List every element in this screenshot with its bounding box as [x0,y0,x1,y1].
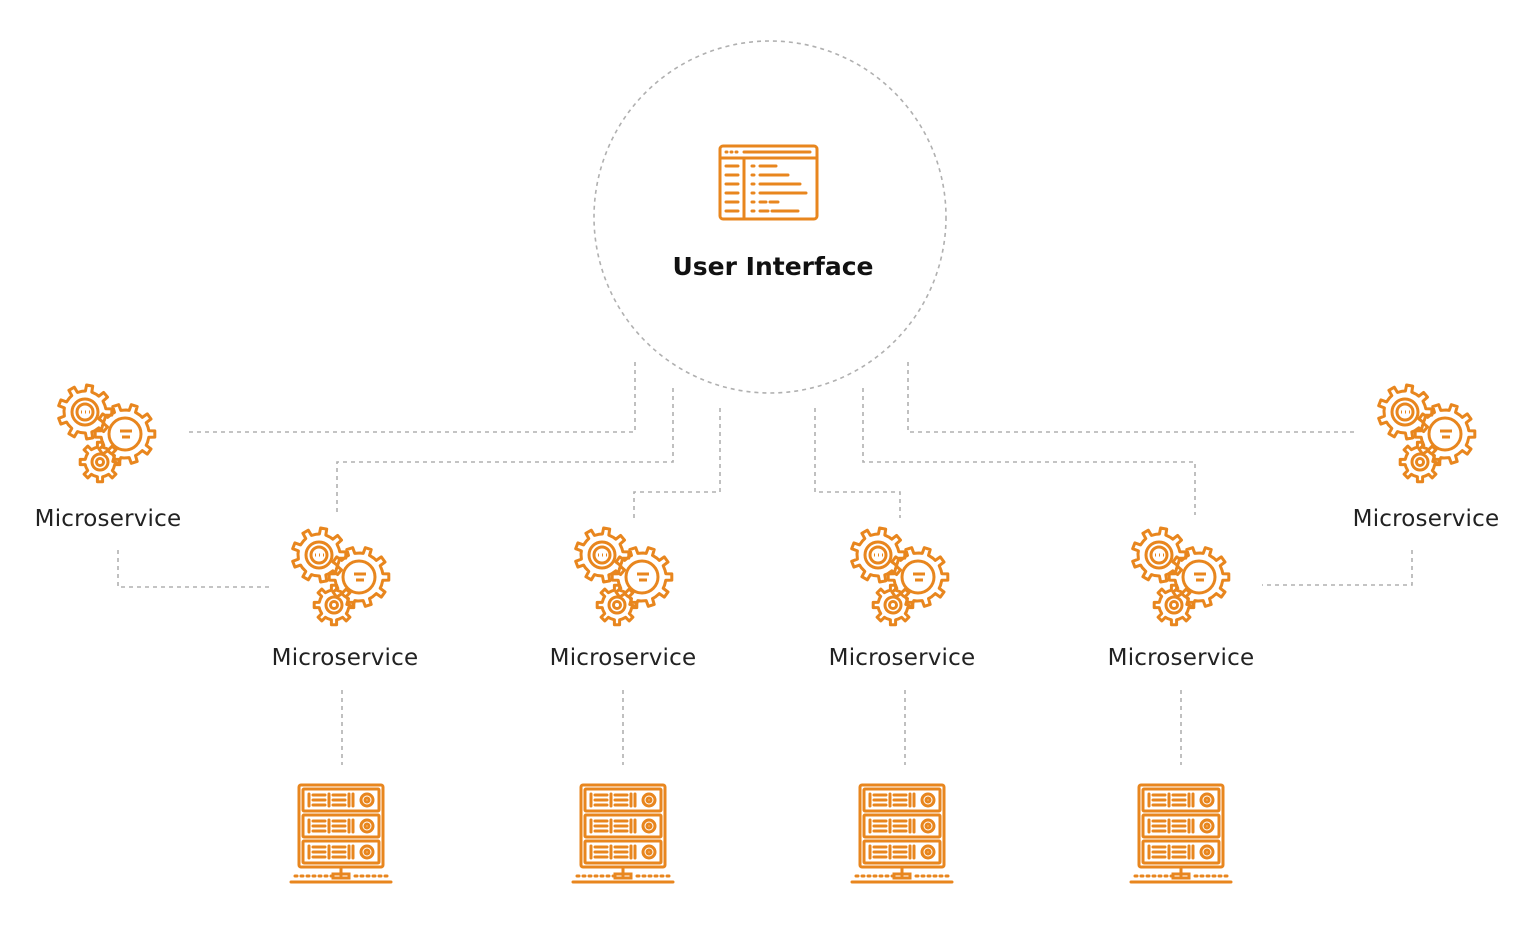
user-interface-node [593,40,947,394]
connector-ui-ms-1 [188,362,636,433]
gears-icon [574,526,674,627]
microservice-label-4: Microservice [828,645,976,671]
server-rack-icon [850,783,954,884]
microservice-label-2: Microservice [271,645,419,671]
connectors [117,362,1413,765]
database-icons [289,783,1233,884]
microservice-label-5: Microservice [1107,645,1255,671]
connector-ui-ms-5 [862,388,1196,515]
code-window-icon [718,144,819,221]
connector-ui-ms-2 [336,388,674,515]
gears-icon [57,383,157,484]
connector-ms6-ms5 [1262,550,1413,586]
microservice-label-6: Microservice [1352,506,1500,532]
gears-icon [1377,383,1477,484]
connector-ui-ms-6 [907,362,1357,433]
connector-ms1-ms2 [117,550,270,588]
server-rack-icon [571,783,675,884]
gears-icon [1131,526,1231,627]
server-rack-icon [1129,783,1233,884]
microservice-icons [57,383,1477,627]
connector-ui-ms-3 [633,408,721,518]
user-interface-title: User Interface [672,252,874,281]
connector-ui-ms-4 [814,408,901,518]
gears-icon [291,526,391,627]
server-rack-icon [289,783,393,884]
microservice-label-1: Microservice [34,506,182,532]
microservice-label-3: Microservice [549,645,697,671]
gears-icon [850,526,950,627]
